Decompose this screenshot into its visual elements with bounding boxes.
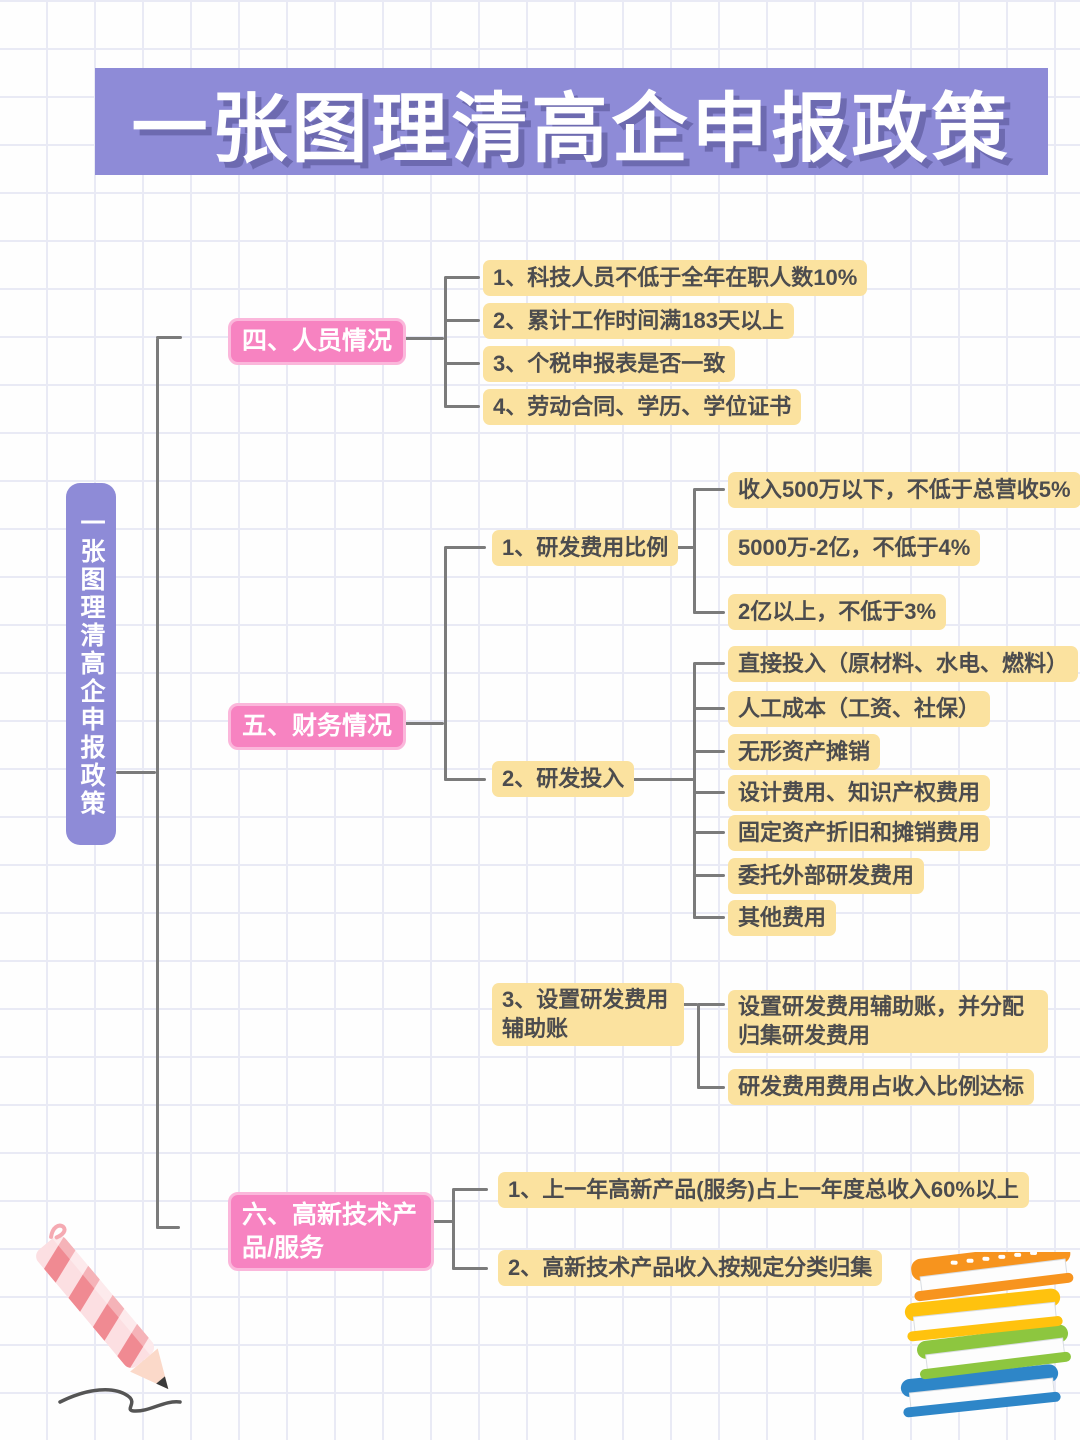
- pencil-icon: [32, 1223, 182, 1413]
- connector: [693, 750, 725, 753]
- connector: [693, 611, 725, 614]
- connector: [452, 1267, 488, 1270]
- books-icon: [900, 1252, 1074, 1418]
- connector-trunk-bottom: [156, 1226, 180, 1229]
- connector: [693, 874, 725, 877]
- connector: [418, 1220, 454, 1223]
- connector: [444, 405, 480, 408]
- connector: [394, 337, 444, 340]
- connector-bracket: [697, 1004, 700, 1089]
- leaf-node: 无形资产摊销: [728, 734, 881, 770]
- connector: [444, 778, 486, 781]
- leaf-node: 2、累计工作时间满183天以上: [483, 303, 794, 339]
- connector: [693, 916, 725, 919]
- connector: [444, 319, 480, 322]
- connector-root: [116, 771, 156, 774]
- leaf-node: 3、个税申报表是否一致: [483, 346, 736, 382]
- connector: [697, 1086, 725, 1089]
- leaf-node: 人工成本（工资、社保）: [728, 691, 991, 727]
- leaf-node: 其他费用: [728, 900, 837, 936]
- page-title: 一张图理清高企申报政策: [95, 68, 1048, 175]
- leaf-node: 2、高新技术产品收入按规定分类归集: [498, 1250, 883, 1286]
- connector: [693, 707, 725, 710]
- connector-bracket: [452, 1189, 455, 1270]
- connector-bracket: [693, 489, 696, 614]
- connector: [693, 488, 725, 491]
- leaf-node: 1、科技人员不低于全年在职人数10%: [483, 260, 868, 296]
- leaf-node: 固定资产折旧和摊销费用: [728, 815, 991, 851]
- connector-bracket: [444, 547, 447, 781]
- root-node: 一张图理清高企申报政策: [66, 483, 116, 845]
- connector-bracket: [444, 277, 447, 408]
- connector: [693, 831, 725, 834]
- leaf-node: 设置研发费用辅助账，并分配归集研发费用: [728, 990, 1048, 1054]
- subbranch-node-ledger: 3、设置研发费用辅助账: [492, 983, 684, 1047]
- connector: [394, 722, 444, 725]
- connector-trunk: [156, 338, 159, 1229]
- connector: [452, 1188, 488, 1191]
- leaf-node: 委托外部研发费用: [728, 858, 925, 894]
- leaf-node: 4、劳动合同、学历、学位证书: [483, 389, 802, 425]
- connector: [697, 1003, 725, 1006]
- connector: [622, 778, 694, 781]
- leaf-node: 设计费用、知识产权费用: [728, 775, 991, 811]
- subbranch-node-rd-ratio: 1、研发费用比例: [492, 530, 679, 566]
- connector: [444, 546, 486, 549]
- leaf-node: 1、上一年高新产品(服务)占上一年度总收入60%以上: [498, 1172, 1029, 1208]
- leaf-node: 直接投入（原材料、水电、燃料）: [728, 646, 1079, 682]
- connector: [444, 276, 480, 279]
- connector-trunk-top: [156, 336, 182, 339]
- connector: [693, 662, 725, 665]
- leaf-node: 5000万-2亿，不低于4%: [728, 530, 981, 566]
- branch-node-hightech: 六、高新技术产品/服务: [228, 1192, 434, 1271]
- branch-node-finance: 五、财务情况: [228, 703, 407, 750]
- leaf-node: 2亿以上，不低于3%: [728, 594, 947, 630]
- connector: [444, 362, 480, 365]
- leaf-node: 研发费用费用占收入比例达标: [728, 1069, 1035, 1105]
- subbranch-node-rd-input: 2、研发投入: [492, 761, 635, 797]
- branch-node-personnel: 四、人员情况: [228, 318, 407, 365]
- leaf-node: 收入500万以下，不低于总营收5%: [728, 472, 1080, 508]
- connector: [693, 791, 725, 794]
